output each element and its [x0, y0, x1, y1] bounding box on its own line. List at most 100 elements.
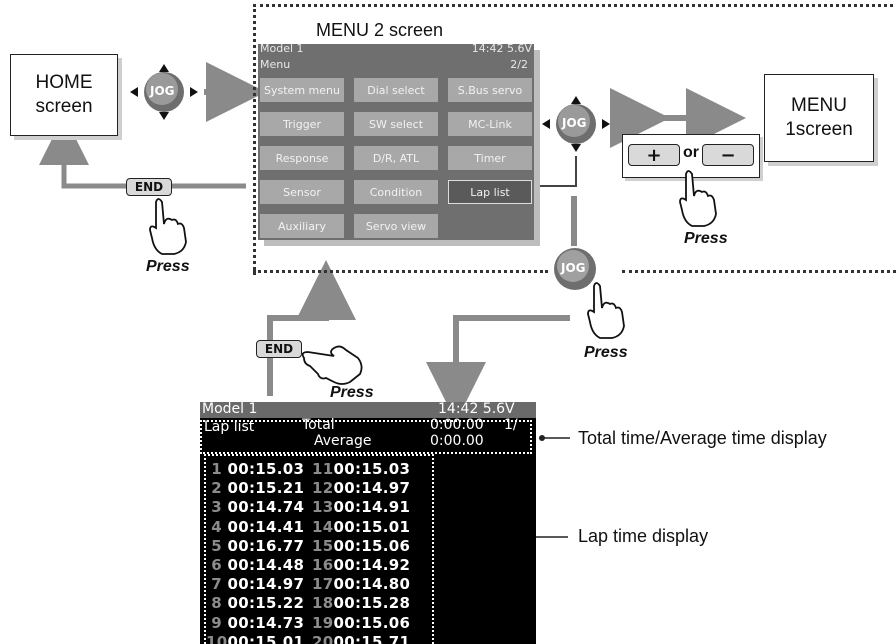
lap-number: 3 — [211, 498, 222, 517]
lap-time: 00:15.03 — [222, 460, 305, 478]
menu-item-dial-select[interactable]: Dial select — [354, 78, 438, 102]
lap-time: 00:16.77 — [222, 536, 305, 555]
lap-number: 20 — [312, 632, 334, 644]
diagram-title: MENU 2 screen — [316, 20, 444, 40]
lap-number: 11 — [312, 460, 334, 478]
lap-time: 00:14.80 — [328, 575, 411, 594]
lap-average-value: 0:00.00 — [430, 433, 484, 449]
menu-item-trigger[interactable]: Trigger — [260, 112, 344, 136]
lap-number: 16 — [312, 556, 334, 574]
lap-number: 5 — [211, 536, 222, 555]
jog-label-press: JOG — [561, 261, 586, 275]
total-average-highlight — [200, 420, 532, 454]
lap-time: 00:15.21 — [222, 479, 305, 498]
lap-row: 16 00:14.92 — [312, 556, 410, 574]
end-button-bottom[interactable]: END — [256, 340, 302, 358]
lap-time: 00:14.97 — [222, 575, 305, 594]
lap-row: 1 00:15.03 — [206, 460, 304, 478]
lap-row: 17 00:14.80 — [312, 575, 410, 593]
lap-time: 00:15.28 — [328, 594, 411, 613]
lap-row: 14 00:15.01 — [312, 518, 410, 536]
lap-number: 9 — [211, 613, 222, 632]
menu-header-row2: Menu 2/2 — [258, 58, 534, 71]
lap-number: 13 — [312, 498, 334, 517]
menu1-line2: 1screen — [785, 119, 853, 140]
menu1-screen-box[interactable]: MENU 1screen — [764, 74, 874, 162]
lap-time-highlight — [204, 454, 434, 644]
hand-pointer-icon — [587, 282, 625, 339]
press-label-end-top: Press — [146, 258, 190, 275]
lap-row: 11 00:15.03 — [312, 460, 410, 478]
lap-number: 2 — [211, 479, 222, 498]
jog-dial-right[interactable]: JOG — [540, 94, 612, 154]
lap-row: 9 00:14.73 — [206, 614, 304, 632]
jog-dial-icon — [130, 64, 198, 120]
lap-number: 6 — [211, 556, 222, 574]
lap-time: 00:15.01 — [222, 632, 305, 644]
menu-item-mc-link[interactable]: MC-Link — [448, 112, 532, 136]
lap-time: 00:14.73 — [222, 613, 305, 632]
or-label: or — [683, 144, 699, 161]
lap-time: 00:14.74 — [222, 498, 305, 517]
menu-item-sw-select[interactable]: SW select — [354, 112, 438, 136]
hand-pointer-icon — [301, 345, 363, 385]
lap-time: 00:15.06 — [328, 536, 411, 555]
menu-item-system-menu[interactable]: System menu — [260, 78, 344, 102]
lap-number: 17 — [312, 575, 334, 594]
annotation-total-average: Total time/Average time display — [578, 428, 827, 448]
jog-dial-icon — [542, 96, 610, 152]
home-screen-box[interactable]: HOME screen — [10, 54, 118, 136]
jog-dial-left[interactable]: JOG — [128, 62, 200, 122]
press-label-end-bottom: Press — [330, 384, 374, 401]
menu-header-row1: Model 1 14:42 5.6V — [258, 44, 534, 56]
menu-title: Menu — [260, 58, 291, 71]
lap-time: 00:15.71 — [328, 632, 411, 644]
menu-item-timer[interactable]: Timer — [448, 146, 532, 170]
lap-time: 00:14.48 — [222, 556, 305, 574]
lap-row: 15 00:15.06 — [312, 537, 410, 555]
menu2-region — [253, 4, 896, 275]
home-line1: HOME — [35, 72, 93, 93]
lap-row: 2 00:15.21 — [206, 479, 304, 497]
jog-press-button[interactable]: JOG — [552, 246, 598, 292]
menu2-region-bottom-right — [622, 270, 896, 273]
hand-pointer-icon — [679, 170, 717, 227]
menu-page: 2/2 — [510, 58, 528, 71]
lap-row: 19 00:15.06 — [312, 614, 410, 632]
plus-button[interactable]: + — [628, 144, 680, 166]
lap-list-screen: Model 1 14:42 5.6V Lap list Total Averag… — [200, 402, 536, 644]
menu2-screen: Model 1 14:42 5.6V Menu 2/2 System menu … — [258, 44, 534, 240]
lap-number: 10 — [206, 632, 228, 644]
press-label-plusminus: Press — [684, 230, 728, 247]
lap-row: 7 00:14.97 — [206, 575, 304, 593]
menu-item-dr-atl[interactable]: D/R, ATL — [354, 146, 438, 170]
lap-time: 00:15.06 — [328, 613, 411, 632]
lap-average-label: Average — [314, 433, 372, 449]
lap-number: 15 — [312, 536, 334, 555]
menu-item-sbus-servo[interactable]: S.Bus servo — [448, 78, 532, 102]
lap-number: 8 — [211, 594, 222, 613]
lap-number: 18 — [312, 594, 334, 613]
home-line2: screen — [35, 96, 93, 117]
annotation-lap-time: Lap time display — [578, 526, 709, 546]
lap-number: 19 — [312, 613, 334, 632]
menu-item-response[interactable]: Response — [260, 146, 344, 170]
jog-button-icon — [554, 248, 596, 290]
press-label-jog: Press — [584, 344, 628, 361]
jog-label-right: JOG — [562, 116, 587, 130]
menu-item-auxiliary[interactable]: Auxiliary — [260, 214, 344, 238]
lap-time: 00:14.41 — [222, 517, 305, 536]
menu-item-lap-list[interactable]: Lap list — [448, 180, 532, 204]
menu-item-condition[interactable]: Condition — [354, 180, 438, 204]
lap-row: 20 00:15.71 — [312, 633, 410, 644]
menu-item-servo-view[interactable]: Servo view — [354, 214, 438, 238]
menu1-line1: MENU — [791, 95, 847, 116]
menu-item-sensor[interactable]: Sensor — [260, 180, 344, 204]
lap-number: 7 — [211, 575, 222, 594]
lap-row: 18 00:15.28 — [312, 594, 410, 612]
minus-button[interactable]: − — [702, 144, 754, 166]
menu-model-name: Model 1 — [260, 44, 304, 55]
lap-row: 10 00:15.01 — [206, 633, 304, 644]
lap-row: 6 00:14.48 — [206, 556, 304, 574]
end-button-top[interactable]: END — [126, 178, 172, 196]
